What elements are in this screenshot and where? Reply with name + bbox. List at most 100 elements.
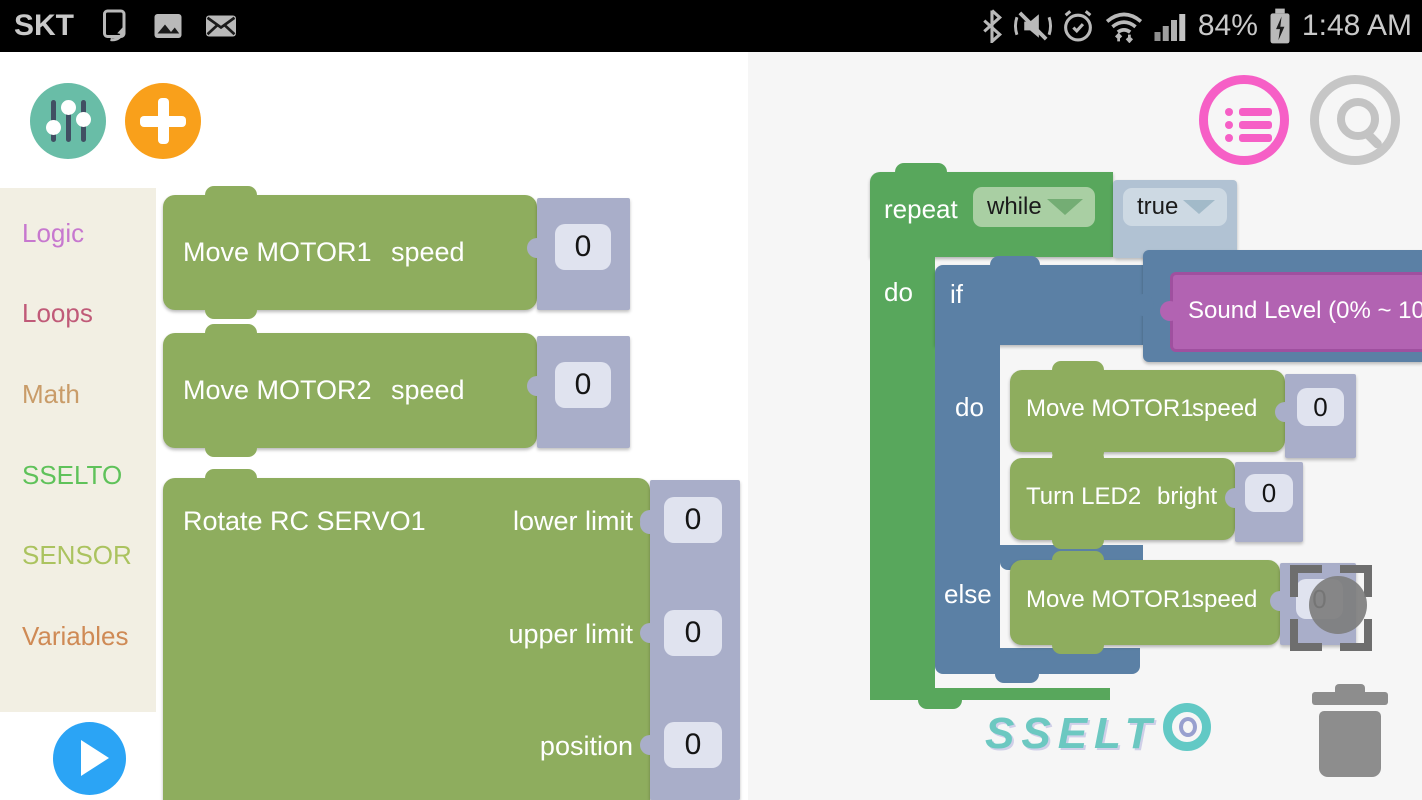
focus-corner-icon: [1340, 619, 1372, 651]
logo-power-icon: [1162, 703, 1211, 751]
block-label: Move MOTOR1: [1026, 395, 1194, 422]
if-block-header[interactable]: if: [935, 256, 1143, 345]
category-sensor[interactable]: SENSOR: [22, 540, 132, 570]
value-tab: [640, 510, 660, 530]
trash-icon: [1312, 692, 1388, 705]
if-label: if: [950, 279, 963, 309]
else-label: else: [944, 579, 992, 609]
number-field[interactable]: 0: [664, 722, 722, 768]
settings-sliders-button[interactable]: [30, 83, 106, 159]
signal-icon: [1154, 14, 1186, 41]
block-label: Rotate RC SERVO1: [183, 506, 426, 536]
block-param-label: speed: [391, 375, 465, 405]
block-param-label: position: [539, 731, 633, 761]
category-math[interactable]: Math: [22, 379, 80, 409]
if-do-label: do: [955, 392, 984, 422]
number-field[interactable]: 0: [555, 362, 611, 408]
workspace-block-move-motor1[interactable]: Move MOTOR1 speed: [1010, 361, 1285, 461]
workspace-block-turn-led2[interactable]: Turn LED2 bright: [1010, 449, 1235, 549]
wifi-icon: [1105, 12, 1142, 43]
dropdown-value: while: [987, 193, 1042, 220]
repeat-block-header[interactable]: repeat while: [870, 163, 1113, 257]
block-param-label: lower limit: [512, 506, 633, 536]
block-param-label: upper limit: [508, 619, 633, 649]
category-variables[interactable]: Variables: [22, 621, 129, 651]
repeat-block-footer[interactable]: [870, 688, 1110, 700]
block-label: Move MOTOR1: [183, 237, 372, 267]
focus-corner-icon: [1340, 565, 1372, 597]
value-tab: [640, 623, 660, 643]
add-button[interactable]: [125, 83, 201, 159]
number-field[interactable]: 0: [1297, 388, 1344, 426]
block-label: Move MOTOR2: [183, 375, 372, 405]
search-button[interactable]: [1310, 75, 1400, 165]
palette-block-move-motor1[interactable]: Move MOTOR1 speed: [163, 186, 537, 319]
focus-corner-icon: [1290, 565, 1322, 597]
block-top-tab: [990, 256, 1040, 265]
slider-knob-icon: [61, 100, 76, 115]
repeat-block-spine[interactable]: [870, 256, 935, 688]
boolean-true-block[interactable]: true: [1113, 180, 1237, 258]
category-loops[interactable]: Loops: [22, 298, 93, 328]
list-icon: [1225, 108, 1233, 116]
play-icon: [81, 740, 109, 776]
value-tab: [1132, 294, 1154, 316]
status-bar: SKT: [0, 0, 1422, 52]
gallery-icon: [154, 14, 182, 38]
touch-cursor-icon: [1309, 576, 1367, 634]
list-icon: [1239, 121, 1272, 129]
value-block[interactable]: 0: [1275, 374, 1356, 458]
trash-button[interactable]: [1306, 684, 1394, 778]
block-top-tab: [895, 163, 947, 172]
repeat-mode-dropdown[interactable]: while: [973, 187, 1095, 227]
number-field[interactable]: 0: [1245, 474, 1293, 512]
palette-block-move-motor2[interactable]: Move MOTOR2 speed: [163, 324, 537, 457]
screenshot-icon: [103, 9, 126, 42]
battery-percent-label: 84%: [1197, 9, 1258, 42]
block-param-label: speed: [1192, 395, 1258, 422]
block-label: Move MOTOR1: [1026, 586, 1194, 613]
sound-level-label: Sound Level (0% ~ 100: [1188, 297, 1422, 324]
carrier-label: SKT: [14, 9, 74, 42]
battery-charging-icon: [1270, 8, 1290, 44]
if-block-footer[interactable]: [935, 648, 1140, 674]
trash-icon: [1335, 684, 1365, 694]
vibrate-mute-icon: [1013, 11, 1052, 41]
category-sselto[interactable]: SSELTO: [22, 460, 123, 490]
toolbox-category-panel: Logic Loops Math SSELTO SENSOR Variables: [0, 188, 156, 712]
value-tab: [640, 735, 660, 755]
run-button[interactable]: [53, 722, 126, 795]
number-field[interactable]: 0: [664, 497, 722, 543]
palette-block-rotate-servo1[interactable]: Rotate RC SERVO1 lower limit upper limit…: [163, 469, 650, 800]
number-field[interactable]: 0: [555, 224, 611, 270]
list-icon: [1225, 134, 1233, 142]
value-block[interactable]: 0: [1225, 462, 1303, 542]
value-block-column[interactable]: 0 0 0: [640, 480, 740, 800]
value-block[interactable]: 0: [527, 198, 630, 310]
sound-level-block[interactable]: Sound Level (0% ~ 100: [1160, 272, 1422, 352]
dropdown-value: true: [1137, 193, 1179, 220]
trash-icon: [1319, 711, 1381, 777]
bluetooth-icon: [983, 9, 1002, 43]
chevron-down-icon: [1047, 199, 1083, 215]
sselto-logo: SSELT: [985, 700, 1211, 759]
block-bottom-tab: [995, 674, 1039, 683]
comparison-block[interactable]: Sound Level (0% ~ 100: [1132, 250, 1422, 362]
plus-icon: [158, 98, 169, 144]
value-block[interactable]: 0: [527, 336, 630, 448]
block-param-label: bright: [1157, 483, 1218, 510]
block-list-button[interactable]: [1199, 75, 1289, 165]
search-icon: [1337, 98, 1379, 140]
workspace-block-move-motor1-else[interactable]: Move MOTOR1 speed: [1010, 551, 1280, 654]
category-logic[interactable]: Logic: [22, 218, 85, 248]
focus-corner-icon: [1290, 619, 1322, 651]
repeat-label: repeat: [884, 194, 958, 224]
if-block-spine[interactable]: [935, 345, 1000, 648]
value-tab: [1160, 301, 1180, 321]
chevron-down-icon: [1183, 200, 1215, 214]
number-field[interactable]: 0: [664, 610, 722, 656]
boolean-dropdown[interactable]: true: [1123, 188, 1227, 226]
block-label: Turn LED2: [1026, 483, 1142, 510]
alarm-icon: [1063, 10, 1092, 42]
